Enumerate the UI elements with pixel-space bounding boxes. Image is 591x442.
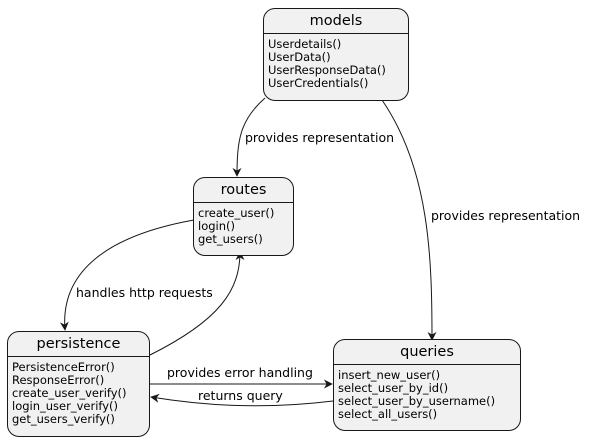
- edge-label-queries-persistence: returns query: [198, 388, 283, 403]
- method-item: get_users_verify(): [12, 412, 115, 426]
- method-item: PersistenceError(): [12, 360, 115, 374]
- node-title: routes: [194, 178, 293, 203]
- edge-label-persistence-queries: provides error handling: [167, 365, 313, 380]
- node-persistence: persistence PersistenceError() ResponseE…: [7, 331, 150, 437]
- edge-persistence-routes: [149, 251, 245, 356]
- edge-models-queries: [381, 99, 437, 341]
- method-item: login_user_verify(): [12, 399, 119, 413]
- edge-models-routes: [232, 97, 266, 177]
- method-item: ResponseError(): [12, 373, 105, 387]
- method-item: select_user_by_id(): [338, 381, 449, 395]
- node-queries: queries insert_new_user() select_user_by…: [333, 339, 521, 431]
- edge-label-models-routes: provides representation: [245, 130, 395, 145]
- node-title: persistence: [8, 332, 149, 357]
- method-item: UserResponseData(): [268, 63, 386, 77]
- method-item: get_users(): [198, 232, 263, 246]
- method-item: select_user_by_username(): [338, 394, 496, 408]
- node-models: models Userdetails() UserData() UserResp…: [263, 8, 409, 101]
- method-item: login(): [198, 219, 235, 233]
- edge-routes-persistence: [59, 219, 195, 331]
- method-item: UserCredentials(): [268, 76, 369, 90]
- node-routes: routes create_user() login() get_users(): [193, 177, 294, 256]
- method-item: create_user(): [198, 206, 275, 220]
- method-item: select_all_users(): [338, 407, 438, 421]
- edge-queries-persistence: [150, 393, 334, 407]
- node-title: models: [264, 9, 408, 34]
- method-item: create_user_verify(): [12, 386, 127, 400]
- method-item: insert_new_user(): [338, 368, 441, 382]
- method-item: Userdetails(): [268, 37, 342, 51]
- edge-label-routes-persistence: handles http requests: [76, 285, 213, 300]
- method-item: UserData(): [268, 50, 331, 64]
- node-title: queries: [334, 340, 520, 365]
- edge-label-models-queries: provides representation: [431, 208, 581, 223]
